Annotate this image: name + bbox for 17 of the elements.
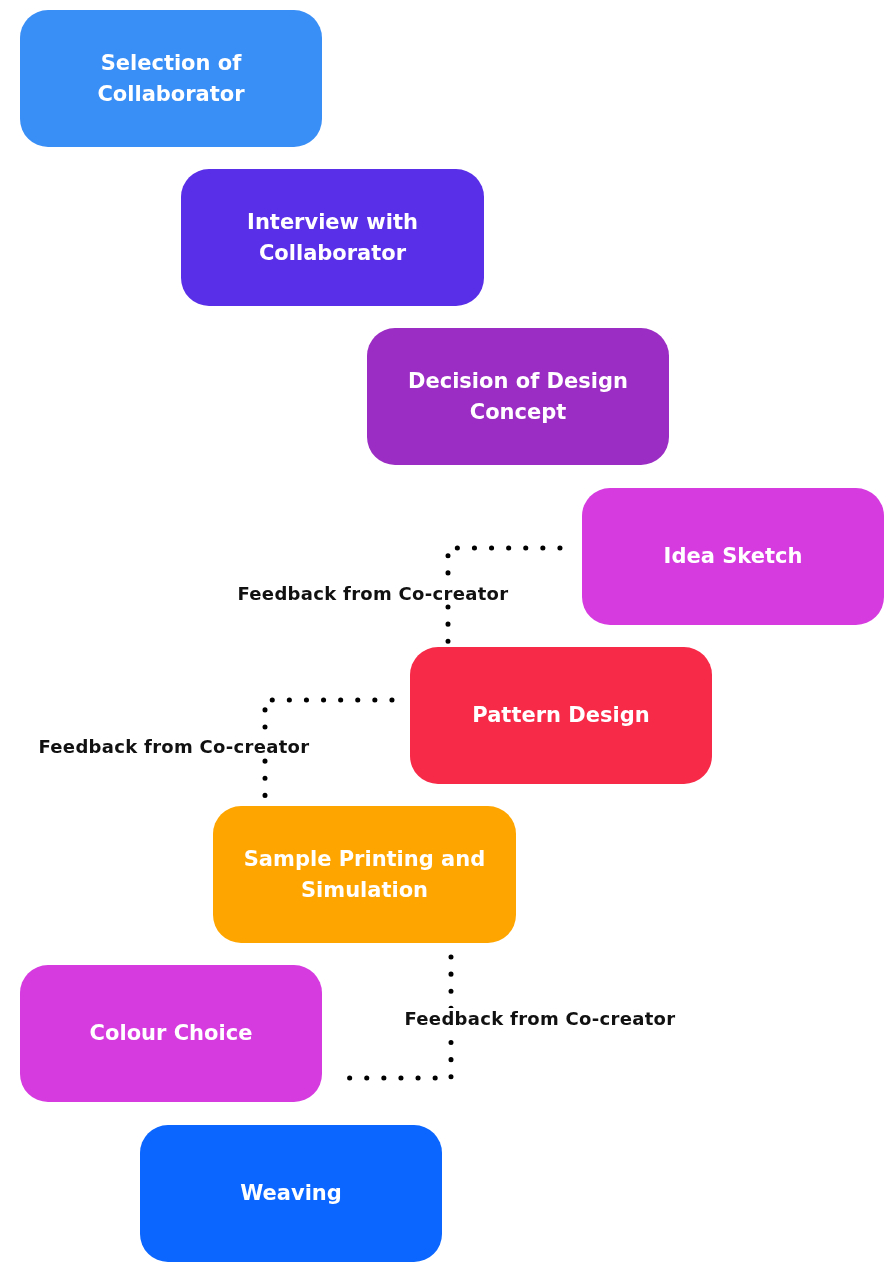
- dotted-connector: [262, 697, 395, 801]
- process-box: [582, 488, 884, 625]
- process-box: [140, 1125, 442, 1262]
- step-label: Decision of Design Concept: [407, 368, 629, 426]
- step-label: Interview with Collaborator: [246, 209, 419, 267]
- process-box: [410, 647, 712, 784]
- step-label: Sample Printing and Simulation: [243, 846, 486, 904]
- step-label: Pattern Design: [472, 702, 650, 730]
- process-box: [367, 328, 669, 465]
- step-label: Selection of Collaborator: [96, 50, 246, 108]
- step-label: Idea Sketch: [663, 543, 803, 571]
- process-box: [181, 169, 484, 306]
- process-box: [20, 965, 322, 1102]
- process-box: [213, 806, 516, 943]
- process-box: [20, 10, 322, 147]
- step-label: Weaving: [240, 1180, 342, 1208]
- step-label: Colour Choice: [89, 1020, 253, 1048]
